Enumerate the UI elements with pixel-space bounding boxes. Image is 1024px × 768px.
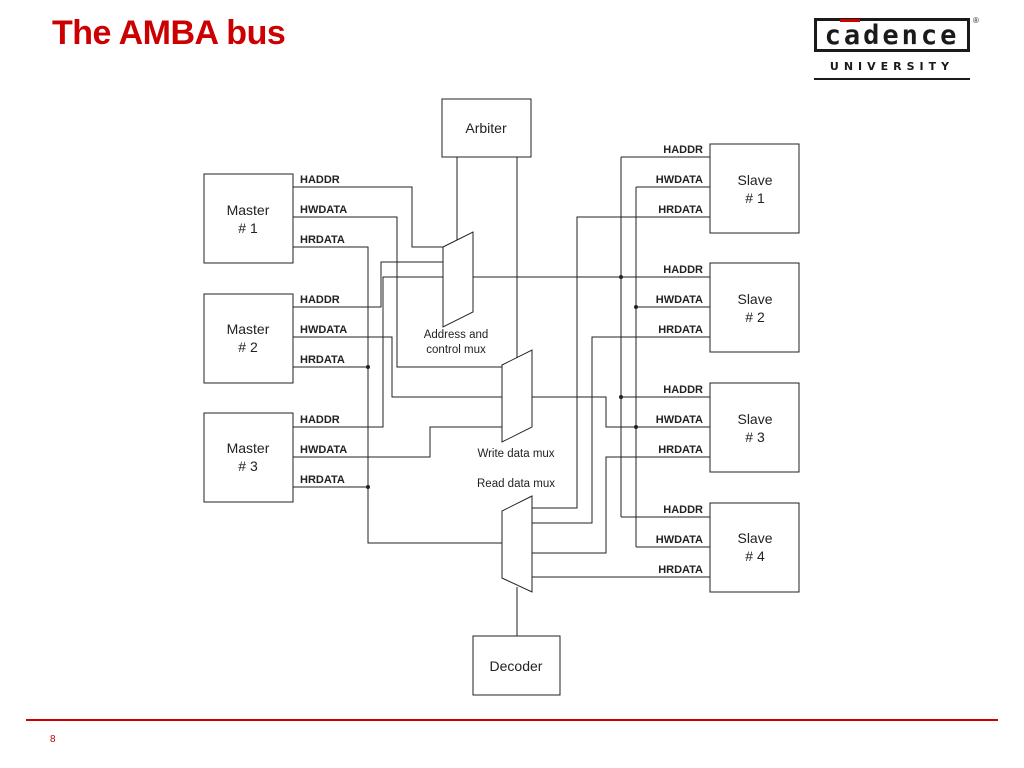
slide-title: The AMBA bus [52, 14, 286, 52]
master-2-number: # 2 [238, 339, 258, 355]
logo-registered-mark: ® [973, 16, 979, 25]
master-3-number: # 3 [238, 458, 258, 474]
master-1-number: # 1 [238, 220, 258, 236]
master-3-label: Master [227, 440, 270, 456]
decoder-label: Decoder [490, 658, 543, 674]
slave-4-haddr-label: HADDR [663, 504, 703, 516]
logo-accent-bar [840, 19, 860, 22]
slave-1-block [709, 143, 800, 234]
slave-1-hwdata-label: HWDATA [656, 174, 703, 186]
master-1-hwdata-label: HWDATA [300, 204, 347, 216]
slave-4-hwdata-label: HWDATA [656, 534, 703, 546]
slave-1-label: Slave [737, 172, 772, 188]
logo-subtitle: UNIVERSITY [829, 60, 955, 73]
slave-1-haddr-label: HADDR [663, 144, 703, 156]
junction-dot [634, 305, 638, 309]
junction-dot [366, 365, 370, 369]
junction-dot [619, 395, 623, 399]
slave-2-hrdata-label: HRDATA [658, 324, 703, 336]
address-control-mux [442, 231, 474, 328]
junction-dot [619, 275, 623, 279]
address-mux-caption-line1: Address and [424, 329, 489, 341]
footer-divider [26, 719, 998, 721]
write-data-mux [501, 349, 533, 443]
read-mux-caption: Read data mux [477, 478, 555, 490]
slave-2-block [709, 262, 800, 353]
master-2-label: Master [227, 321, 270, 337]
cadence-university-logo: cadence ® UNIVERSITY [812, 16, 982, 82]
slave-2-hwdata-label: HWDATA [656, 294, 703, 306]
master-2-hrdata-label: HRDATA [300, 354, 345, 366]
slave-3-hwdata-label: HWDATA [656, 414, 703, 426]
slave-4-number: # 4 [745, 548, 765, 564]
read-data-mux [501, 495, 533, 593]
master-3-hwdata-label: HWDATA [300, 444, 347, 456]
master-2-haddr-label: HADDR [300, 294, 340, 306]
slave-4-label: Slave [737, 530, 772, 546]
arbiter-block [441, 98, 532, 158]
slave-3-number: # 3 [745, 429, 765, 445]
master-1-block [203, 173, 294, 264]
write-mux-caption: Write data mux [477, 448, 554, 460]
slave-3-block [709, 382, 800, 473]
slave-4-hrdata-label: HRDATA [658, 564, 703, 576]
slave-3-label: Slave [737, 411, 772, 427]
master-1-label: Master [227, 202, 270, 218]
address-mux-caption-line2: control mux [426, 344, 486, 356]
slave-2-haddr-label: HADDR [663, 264, 703, 276]
slave-2-number: # 2 [745, 309, 765, 325]
master-2-hwdata-label: HWDATA [300, 324, 347, 336]
logo-wordmark: cadence [814, 18, 970, 52]
master-3-haddr-label: HADDR [300, 414, 340, 426]
slave-3-haddr-label: HADDR [663, 384, 703, 396]
junction-dot [634, 425, 638, 429]
master-3-hrdata-label: HRDATA [300, 474, 345, 486]
page-number: 8 [50, 734, 56, 745]
master-1-hrdata-label: HRDATA [300, 234, 345, 246]
arbiter-label: Arbiter [465, 120, 507, 136]
junction-dot [366, 485, 370, 489]
slave-1-number: # 1 [745, 190, 765, 206]
logo-underline [814, 78, 970, 80]
slave-2-label: Slave [737, 291, 772, 307]
master-1-haddr-label: HADDR [300, 174, 340, 186]
master-2-block [203, 293, 294, 384]
slave-1-hrdata-label: HRDATA [658, 204, 703, 216]
slave-3-hrdata-label: HRDATA [658, 444, 703, 456]
